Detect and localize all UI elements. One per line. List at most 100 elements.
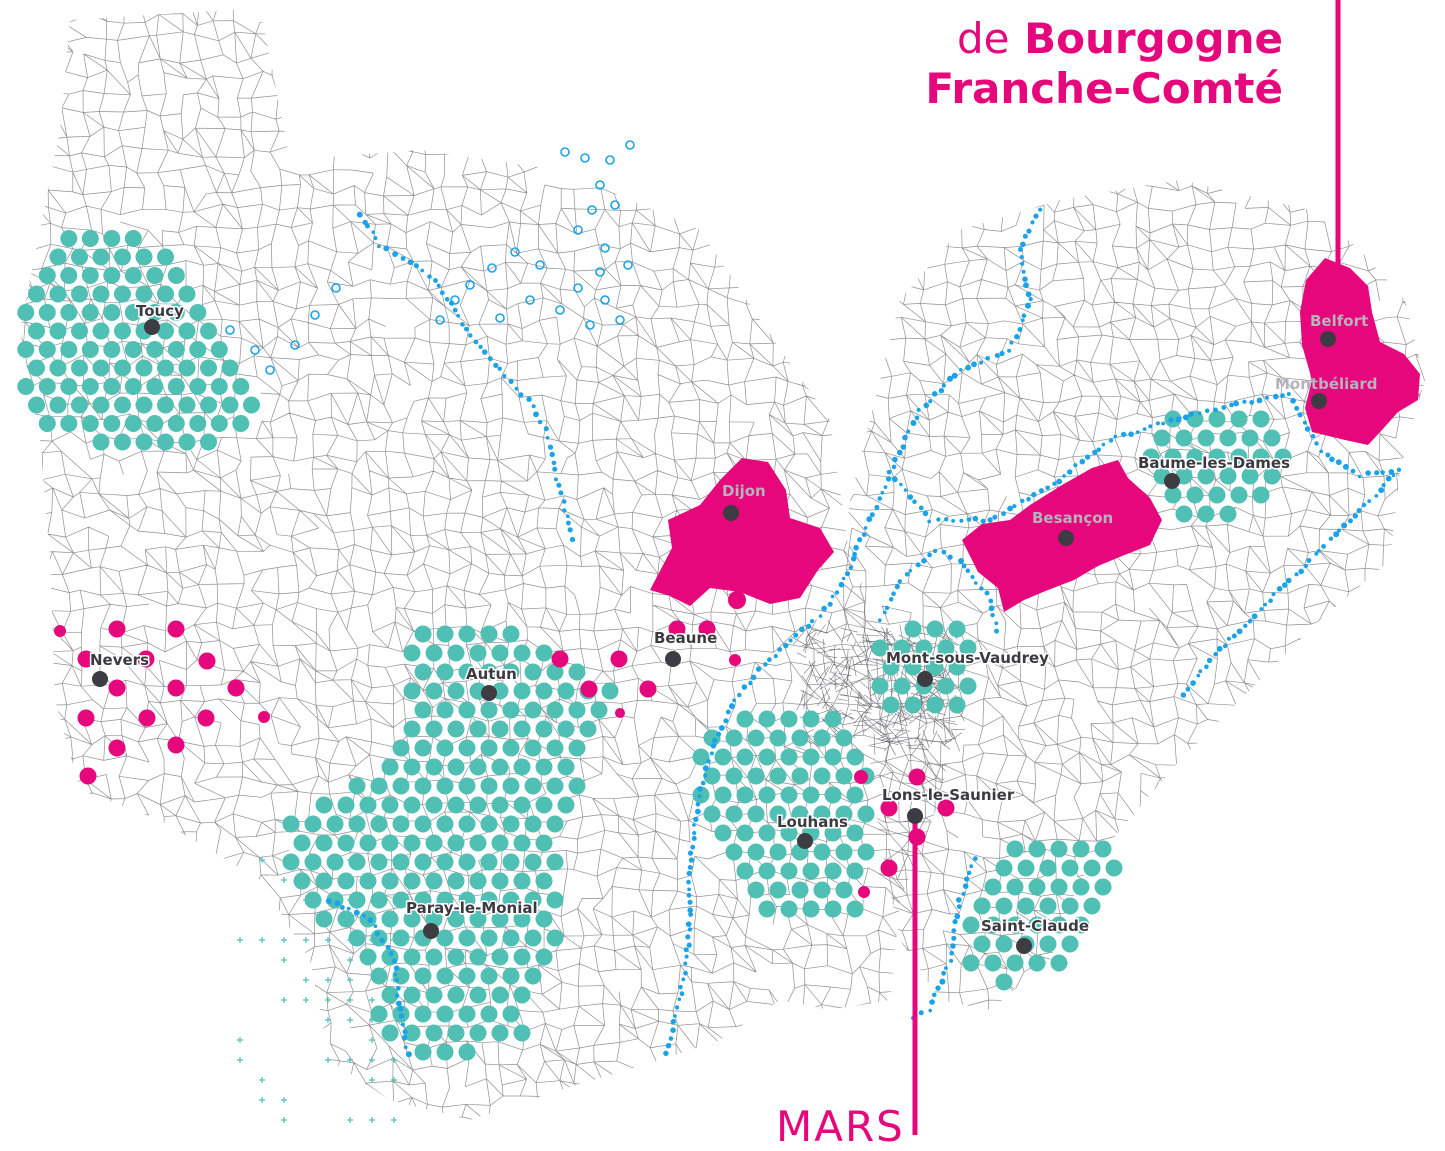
river-dot — [687, 887, 691, 892]
dijon-area — [650, 458, 834, 606]
zone-dot — [747, 805, 765, 823]
zone-dot — [1072, 878, 1090, 896]
zone-dot — [1061, 897, 1079, 915]
teal-zone-toucy — [17, 230, 260, 451]
river-doubs-north — [891, 393, 1285, 524]
river-dot — [1096, 447, 1101, 453]
pink-dot — [54, 625, 66, 637]
pink-dot — [551, 650, 569, 668]
zone-dot — [200, 433, 217, 451]
river-dot — [939, 978, 946, 985]
zone-dot — [157, 248, 174, 266]
river-dot — [371, 230, 376, 234]
zone-dot — [502, 929, 520, 947]
river-dot — [874, 504, 880, 510]
city-label: Baume-les-Dames — [1138, 454, 1290, 472]
zone-dot — [1028, 916, 1046, 934]
river-dot — [688, 912, 693, 917]
river-dot — [1056, 478, 1063, 485]
river-dot — [1020, 241, 1026, 248]
river-dot — [668, 1036, 674, 1041]
river-dot — [861, 532, 867, 537]
zone-dot — [813, 881, 831, 899]
city-marker — [665, 651, 681, 667]
zone-dot — [524, 929, 542, 947]
river-dot — [697, 794, 702, 799]
zone-dot — [469, 948, 487, 966]
zone-dot — [414, 815, 432, 833]
zone-dot — [846, 824, 864, 842]
river-dot — [394, 977, 399, 983]
zone-dot — [758, 824, 776, 842]
river-dot — [883, 485, 888, 489]
zone-dot — [28, 322, 45, 340]
river-dot — [1325, 452, 1331, 458]
river-yonne-seine — [356, 211, 576, 543]
zone-dot — [1094, 878, 1112, 896]
river-dot — [916, 407, 921, 412]
zone-dot — [502, 891, 520, 909]
zone-dot — [348, 891, 366, 909]
zone-dot — [480, 625, 498, 643]
zone-dot — [81, 378, 99, 395]
zone-dot — [1061, 935, 1079, 953]
zone-dot — [513, 796, 531, 814]
zone-dot — [546, 853, 564, 871]
river-dot — [497, 366, 502, 371]
zone-dot — [359, 872, 377, 890]
city-dijon: Dijon — [722, 482, 766, 521]
zone-dot — [447, 644, 465, 662]
river-dot — [687, 865, 693, 870]
river-dot — [936, 517, 941, 522]
river-dot — [703, 773, 708, 778]
zone-dot — [436, 777, 454, 795]
zone-dot — [725, 843, 743, 861]
river-dot — [697, 786, 703, 792]
zone-dot — [135, 285, 153, 303]
ring-mark — [290, 340, 300, 350]
river-dot — [907, 494, 914, 500]
zone-dot — [791, 729, 809, 747]
zone-dot — [535, 644, 553, 662]
zone-dot — [984, 916, 1002, 934]
city-marker — [723, 505, 739, 521]
zone-dot — [38, 415, 56, 432]
ring-mark — [600, 243, 610, 253]
river-dot — [922, 510, 929, 517]
river-dot — [1222, 643, 1228, 649]
zone-dot — [491, 796, 509, 814]
river-dot — [932, 992, 937, 998]
river-dot — [1033, 213, 1039, 219]
zone-dot — [315, 834, 333, 852]
zone-dot — [436, 663, 454, 681]
zone-dot — [124, 341, 142, 358]
zone-dot — [1083, 897, 1101, 915]
zone-dot — [535, 682, 553, 700]
zone-dot — [178, 322, 196, 340]
zone-dot — [124, 230, 142, 247]
zone-dot — [769, 767, 787, 785]
river-dot — [974, 581, 978, 585]
river-dot — [755, 666, 762, 672]
zone-dot — [221, 396, 239, 414]
river-dot — [1190, 680, 1196, 686]
river-dot — [827, 601, 833, 607]
zone-dot — [846, 862, 864, 880]
river-dot — [853, 544, 859, 551]
river-dot — [1388, 469, 1395, 475]
zone-dot — [135, 359, 153, 377]
ring-mark — [310, 310, 320, 320]
zone-dot — [1050, 840, 1068, 858]
river-dot — [1183, 414, 1189, 421]
river-dot — [1175, 416, 1182, 423]
zone-dot — [984, 954, 1002, 972]
river-dot — [904, 572, 910, 577]
zone-dot — [769, 729, 787, 747]
river-dot — [951, 935, 957, 941]
zone-dot — [546, 815, 564, 833]
zone-dot — [348, 929, 366, 947]
zone-dot — [546, 739, 564, 757]
zone-dot — [1028, 954, 1046, 972]
zone-dot — [392, 891, 410, 909]
pink-dot — [167, 620, 185, 638]
